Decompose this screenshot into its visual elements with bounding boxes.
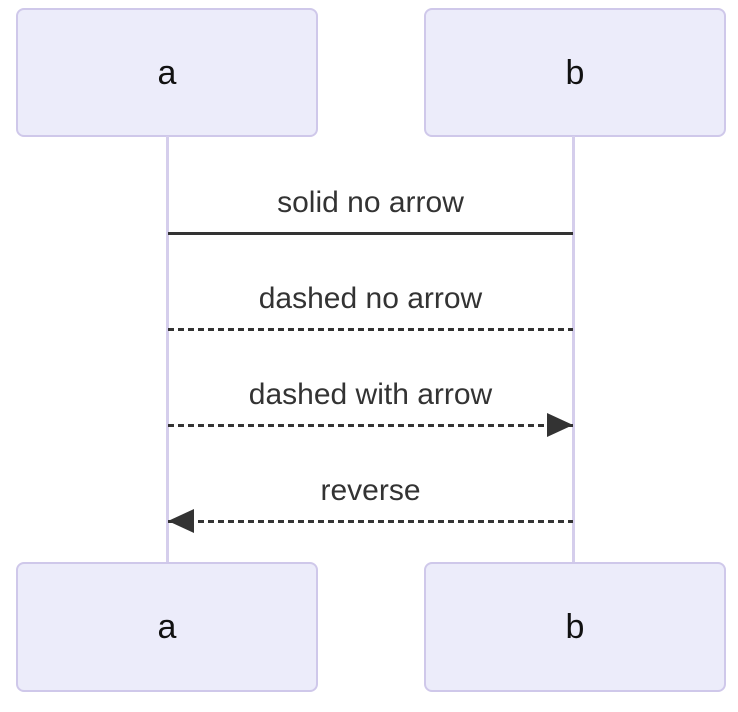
message-label: dashed with arrow xyxy=(248,378,493,411)
actor-box-b-bottom: b xyxy=(424,562,726,692)
actor-label-a: a xyxy=(157,608,177,646)
message-label: solid no arrow xyxy=(277,186,464,219)
message-label: reverse xyxy=(320,474,421,507)
lifeline-a xyxy=(166,136,169,563)
message-line-solid xyxy=(168,232,573,235)
lifeline-b xyxy=(572,136,575,563)
arrowhead-left-icon xyxy=(168,509,194,533)
actor-box-a-top: a xyxy=(16,8,318,137)
message-line-dashed xyxy=(168,520,573,523)
message-line-dashed xyxy=(168,328,573,331)
arrowhead-right-icon xyxy=(547,413,573,437)
actor-box-a-bottom: a xyxy=(16,562,318,692)
message-line-dashed xyxy=(168,424,573,427)
actor-label-a: a xyxy=(157,53,177,92)
actor-label-b: b xyxy=(565,608,585,646)
actor-box-b-top: b xyxy=(424,8,726,137)
actor-label-b: b xyxy=(565,53,585,92)
message-label: dashed no arrow xyxy=(258,282,483,315)
